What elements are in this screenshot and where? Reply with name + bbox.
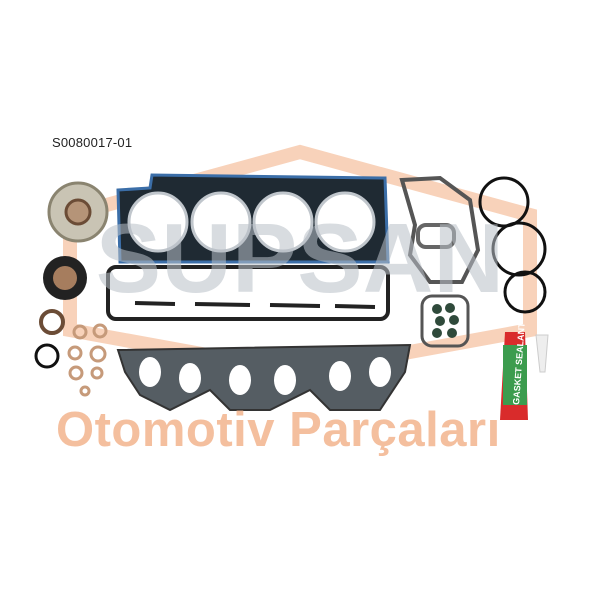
watermark-brand: SUPSAN: [96, 203, 504, 313]
valve-stem-seals: [420, 294, 470, 348]
valve-cover-gasket: [106, 265, 390, 321]
timing-cover-gasket: [399, 175, 481, 284]
gasket-sealant-tube: GASKET SEALANT: [500, 322, 549, 420]
watermark-tagline: Otomotiv Parçaları: [56, 403, 501, 457]
product-code: S0080017-01: [52, 135, 133, 150]
seal-rings-left: [34, 181, 109, 397]
manifold-gasket: [116, 343, 412, 412]
cylinder-head-gasket: [116, 173, 390, 264]
o-rings-right: [478, 176, 547, 314]
watermark-logo: [63, 144, 537, 380]
